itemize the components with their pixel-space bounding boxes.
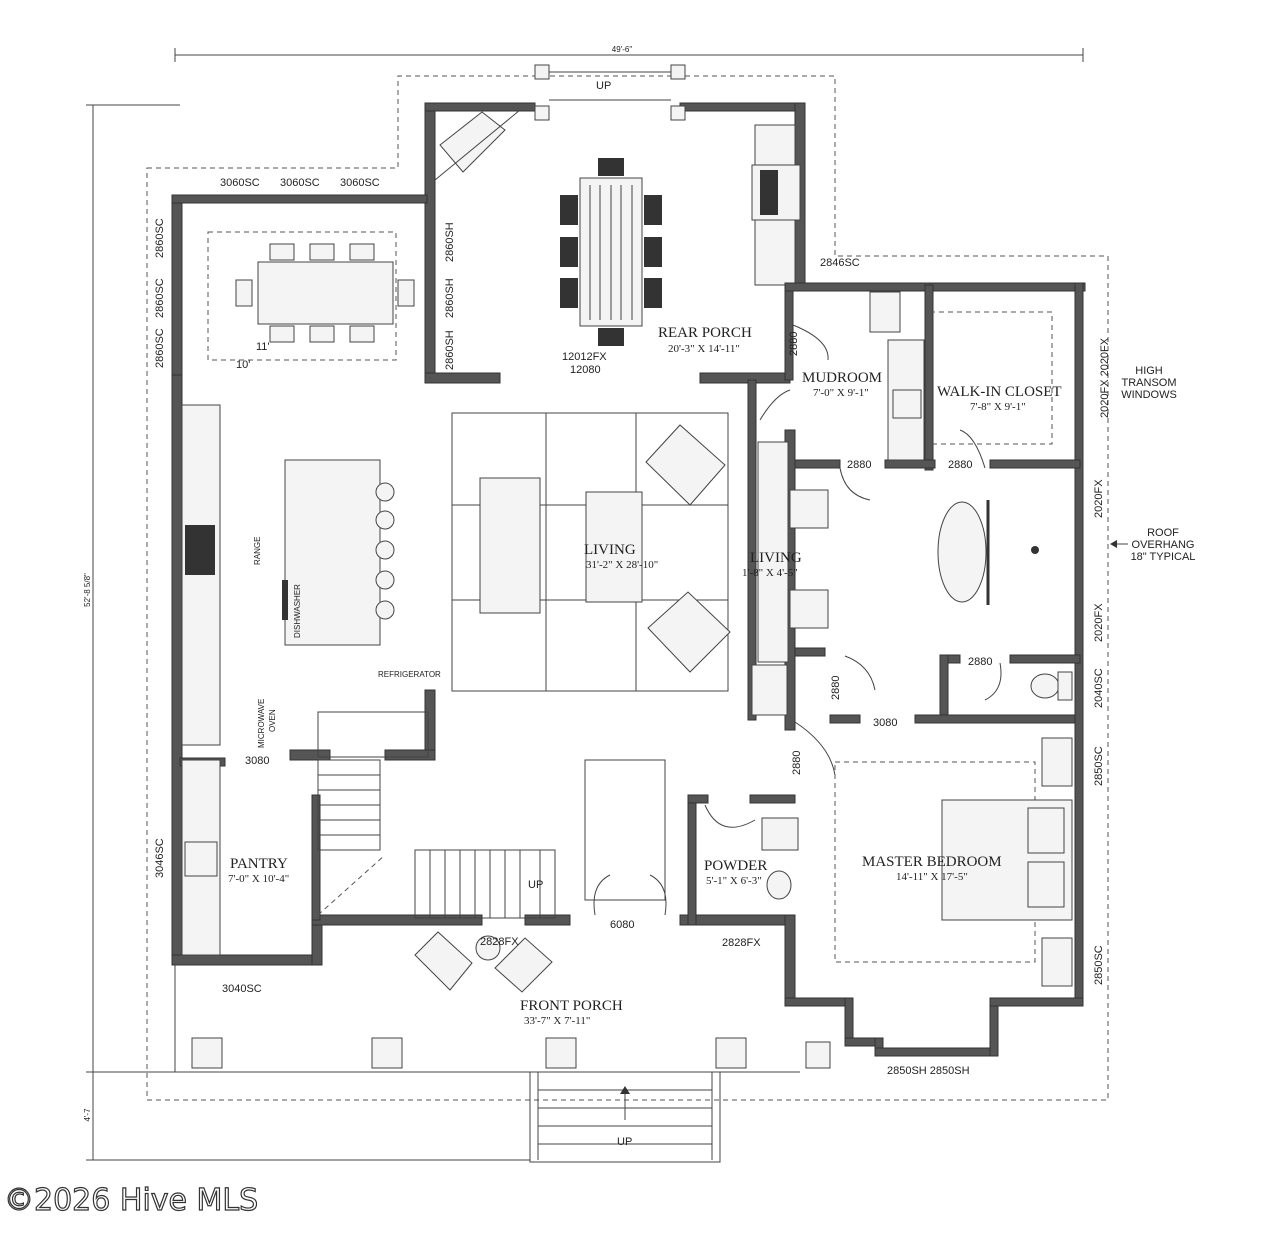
dimension-lines <box>86 48 1084 1161</box>
window-label: 2860SC <box>154 278 166 318</box>
rug-length-label: 10' <box>236 359 250 371</box>
rear-up-label: UP <box>596 80 611 92</box>
window-label: 2040SC <box>1093 668 1105 708</box>
overall-width-dim: 49'-6" <box>612 45 633 54</box>
interior-walls <box>179 284 1081 926</box>
window-label: 3040SC <box>222 983 262 995</box>
kitchen <box>181 404 395 956</box>
master-bedroom-size: 14'-11" X 17'-5" <box>896 871 968 883</box>
master-bedroom-name: MASTER BEDROOM <box>862 854 1002 870</box>
window-label: 2860SH <box>444 330 456 370</box>
window-label: 2860SH <box>444 278 456 318</box>
door-label: 2880 <box>948 459 972 471</box>
door-label: 2880 <box>830 676 842 700</box>
living-furniture <box>479 424 731 673</box>
steps-depth-dim: 4'-7 <box>83 1108 92 1122</box>
living-name: LIVING <box>584 542 636 558</box>
rear-porch-name: REAR PORCH <box>658 325 752 341</box>
master-bed <box>941 737 1073 987</box>
roof-note-line: OVERHANG <box>1132 539 1195 551</box>
dishwasher-label: DISHWASHER <box>293 584 302 638</box>
pantry-size: 7'-0" X 10'-4" <box>228 873 289 885</box>
watermark: ©2026 Hive MLS <box>4 1183 258 1218</box>
window-label: 3060SC <box>340 177 380 189</box>
door-label: 6080 <box>610 919 634 931</box>
window-label: 2846SC <box>820 257 860 269</box>
front-porch-name: FRONT PORCH <box>520 998 623 1014</box>
window-label: 2020FX <box>1093 479 1105 518</box>
door-label: 2880 <box>847 459 871 471</box>
refrigerator-label: REFRIGERATOR <box>378 670 441 679</box>
window-label: 12080 <box>570 364 601 376</box>
door-label: 2880 <box>788 332 800 356</box>
transom-note-line: TRANSOM <box>1122 377 1177 389</box>
window-label: 2828FX <box>722 937 761 949</box>
stairs <box>317 711 666 919</box>
front-porch-size: 33'-7" X 7'-11" <box>524 1015 590 1027</box>
transom-note-line: WINDOWS <box>1121 389 1177 401</box>
door-swings <box>593 324 1002 916</box>
walk-in-closet-name: WALK-IN CLOSET <box>937 384 1062 400</box>
window-label: 2828FX <box>480 936 519 948</box>
front-porch-structure <box>174 931 831 1163</box>
window-label: 2850SC <box>1093 945 1105 985</box>
powder-name: POWDER <box>704 858 767 874</box>
roof-note-line: 18" TYPICAL <box>1131 551 1196 563</box>
bath-fixtures <box>751 291 1073 900</box>
door-label: 3080 <box>873 717 897 729</box>
roof-note-line: ROOF <box>1147 527 1179 539</box>
front-up-label: UP <box>617 1136 632 1148</box>
window-label: 2850SH 2850SH <box>887 1065 970 1077</box>
range-label: RANGE <box>253 537 262 565</box>
rug-width-label: 11' <box>256 341 270 353</box>
bath-name: LIVING <box>750 550 802 566</box>
rear-porch-dining-table <box>560 158 662 346</box>
window-label: 12012FX <box>562 351 607 363</box>
oven-label: OVEN <box>268 709 277 732</box>
bath-size: 1'-8" X 4'-5" <box>742 567 798 579</box>
exterior-walls <box>171 194 1086 1057</box>
transom-note-line: HIGH <box>1135 365 1163 377</box>
door-label: 3080 <box>245 755 269 767</box>
living-size: 31'-2" X 28'-10" <box>586 559 658 571</box>
window-label: 2860SC <box>154 328 166 368</box>
window-label: 2020FX 2020FX <box>1099 337 1111 418</box>
microwave-label: MICROWAVE <box>257 699 266 748</box>
stair-up-label: UP <box>528 879 543 891</box>
rear-porch-size: 20'-3" X 14'-11" <box>668 343 740 355</box>
window-label: 3060SC <box>280 177 320 189</box>
door-label: 2880 <box>791 751 803 775</box>
window-label: 2020FX <box>1093 603 1105 642</box>
window-label: 2850SC <box>1093 746 1105 786</box>
powder-size: 5'-1" X 6'-3" <box>706 875 762 887</box>
window-label: 2860SH <box>444 222 456 262</box>
window-label: 3060SC <box>220 177 260 189</box>
roof-overhang-outline <box>146 75 1109 1101</box>
window-label: 3046SC <box>154 838 166 878</box>
mudroom-size: 7'-0" X 9'-1" <box>813 387 869 399</box>
overall-depth-dim: 52'-8 5/8" <box>83 573 92 607</box>
pantry-name: PANTRY <box>230 856 288 872</box>
mudroom-name: MUDROOM <box>802 370 882 386</box>
interior-dining-table <box>235 243 415 343</box>
door-label: 2880 <box>968 656 992 668</box>
walk-in-closet-size: 7'-8" X 9'-1" <box>970 401 1026 413</box>
window-label: 2860SC <box>154 218 166 258</box>
